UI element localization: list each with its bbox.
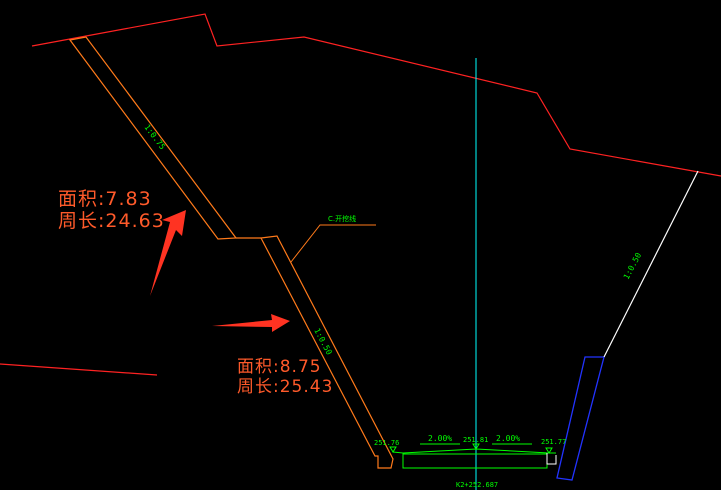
lower-area-label: 面积:8.75 周长:25.43 xyxy=(237,357,333,397)
ground-line-lower-left xyxy=(0,363,158,376)
upper-perimeter-value: 周长:24.63 xyxy=(58,210,165,232)
elev-marker-left xyxy=(389,446,397,453)
right-slope-ratio: 1:0.50 xyxy=(622,251,644,281)
lower-area-value: 面积:8.75 xyxy=(237,357,322,377)
arrow-lower xyxy=(212,314,290,332)
arrow-upper xyxy=(150,210,186,296)
elevation-center: 251.81 xyxy=(463,436,488,444)
elevation-right: 251.77 xyxy=(541,438,566,446)
lower-slope-outline xyxy=(260,235,394,469)
ground-line-upper xyxy=(31,13,721,177)
elev-marker-center xyxy=(472,443,480,450)
road-slope-left: 2.00% xyxy=(428,434,452,443)
road-pavement xyxy=(402,453,548,469)
lower-perimeter-value: 周长:25.43 xyxy=(237,377,334,397)
excavation-line-label: C.开挖线 xyxy=(328,214,356,223)
elevation-left: 251.76 xyxy=(374,439,399,447)
right-slope-line xyxy=(603,170,699,358)
retaining-wall xyxy=(556,356,605,481)
station-label: K2+252.687 xyxy=(456,481,498,489)
road-surface xyxy=(392,448,556,454)
upper-area-label: 面积:7.83 周长:24.63 xyxy=(58,188,165,232)
leader-line xyxy=(290,224,376,263)
right-ditch xyxy=(546,453,557,465)
upper-area-value: 面积:7.83 xyxy=(58,188,152,210)
upper-slope-ratio: 1:0.75 xyxy=(142,123,167,152)
road-slope-right: 2.00% xyxy=(496,434,520,443)
elev-marker-right xyxy=(545,447,553,454)
